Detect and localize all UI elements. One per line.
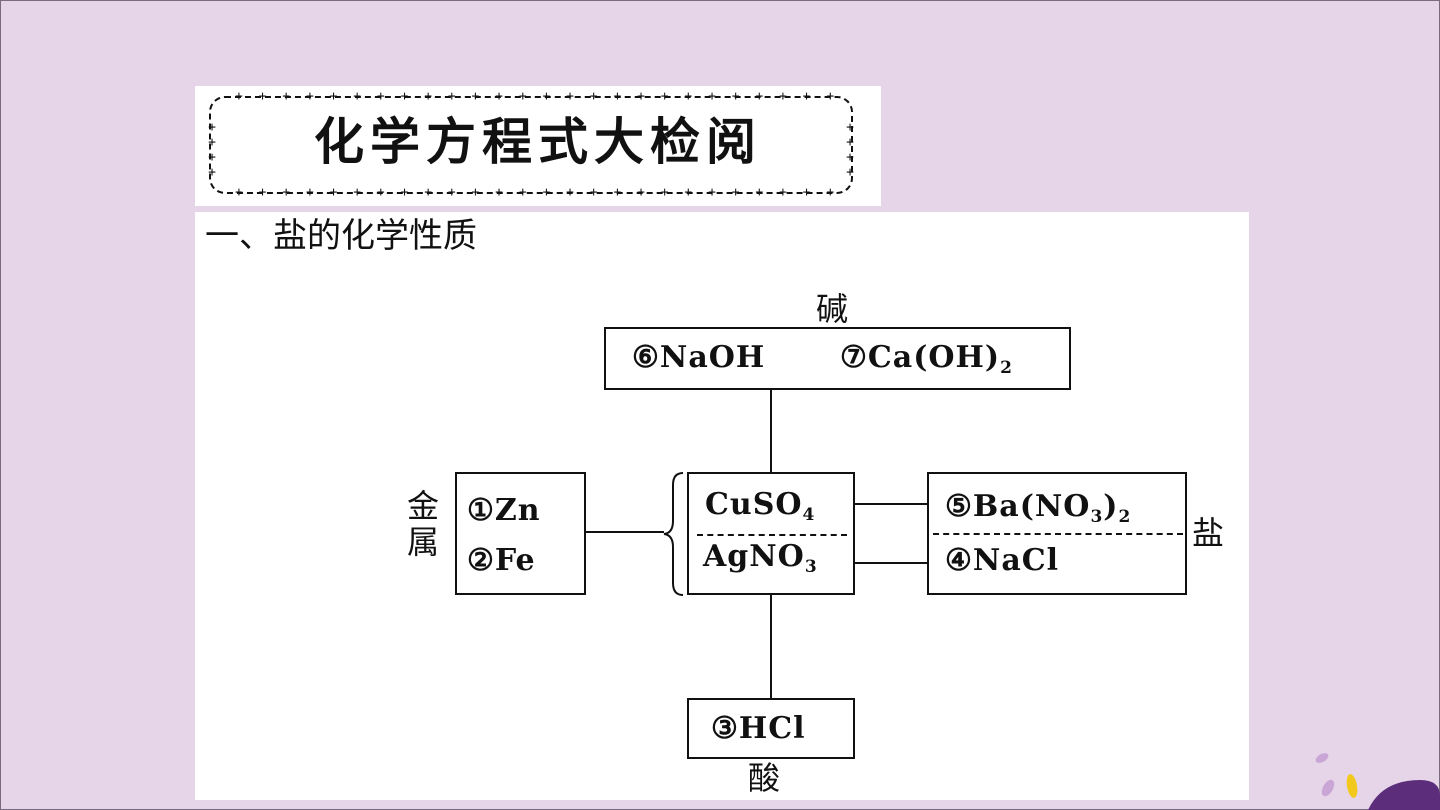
center-divider xyxy=(697,534,847,536)
connector-agno3-salt xyxy=(853,562,929,564)
title-bottom-ornament: + + + + + + + + + + + + + + + + + + + + … xyxy=(235,186,835,200)
page-title: 化学方程式大检阅 xyxy=(314,113,762,171)
metal-zn: ①Zn xyxy=(467,493,541,528)
section-heading: 一、盐的化学性质 xyxy=(205,216,477,256)
title-card: + + + + + + + + + + + + + + + + + + + + … xyxy=(195,86,881,206)
metal-fe: ②Fe xyxy=(467,543,536,578)
salt-box: ⑤Ba(NO3)2 ④NaCl xyxy=(927,472,1187,595)
center-cuso4: CuSO4 xyxy=(705,487,816,526)
category-salt-label: 盐 xyxy=(1192,514,1225,552)
content-panel: 一、盐的化学性质 碱 ⑥NaOH ⑦Ca(OH)2 CuSO4 AgNO3 金属… xyxy=(195,212,1249,800)
title-frame xyxy=(209,96,853,194)
category-metal-label: 金属 xyxy=(407,487,440,561)
acid-box: ③HCl xyxy=(687,698,855,759)
corner-leaf-logo xyxy=(1315,753,1440,810)
center-agno3: AgNO3 xyxy=(703,539,818,578)
acid-hcl: ③HCl xyxy=(711,711,806,746)
base-box: ⑥NaOH ⑦Ca(OH)2 xyxy=(604,327,1071,390)
connector-metal-brace xyxy=(584,531,664,533)
base-caoh2: ⑦Ca(OH)2 xyxy=(840,340,1013,379)
connector-center-acid xyxy=(770,593,772,703)
salt-divider xyxy=(933,533,1183,535)
category-base-label: 碱 xyxy=(816,290,849,328)
salt-nacl: ④NaCl xyxy=(945,543,1060,578)
connector-cuso4-salt xyxy=(853,503,929,505)
salt-bano32: ⑤Ba(NO3)2 xyxy=(945,489,1132,528)
title-left-ornament: + + + + xyxy=(208,120,216,180)
metal-box: ①Zn ②Fe xyxy=(455,472,586,595)
title-top-ornament: + + + + + + + + + + + + + + + + + + + + … xyxy=(235,90,835,104)
center-box: CuSO4 AgNO3 xyxy=(687,472,855,595)
title-right-ornament: + + + + xyxy=(846,120,854,180)
base-naoh: ⑥NaOH xyxy=(632,340,766,375)
category-acid-label: 酸 xyxy=(748,759,781,797)
connector-base-center xyxy=(770,390,772,474)
left-brace xyxy=(663,472,684,596)
